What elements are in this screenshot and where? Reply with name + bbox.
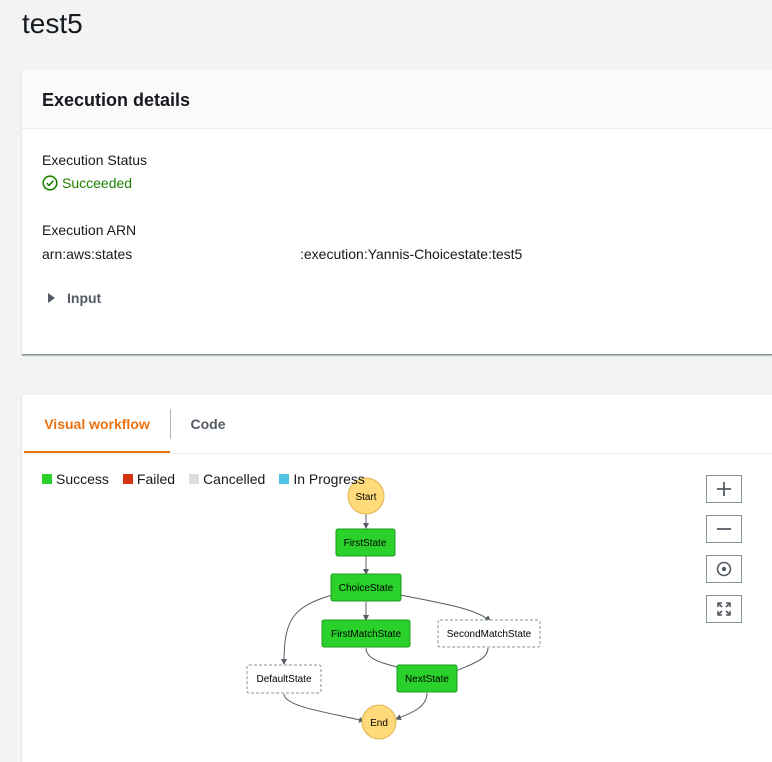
node-end[interactable]: End xyxy=(361,704,397,740)
center-button[interactable] xyxy=(706,555,742,583)
zoom-out-icon xyxy=(717,528,731,530)
legend-in-progress-swatch xyxy=(279,474,290,484)
node-start-label: Start xyxy=(355,492,376,503)
node-first-state[interactable]: FirstState xyxy=(335,528,396,557)
input-expander[interactable]: Input xyxy=(48,290,101,306)
zoom-in-button[interactable] xyxy=(706,475,742,503)
legend-cancelled: Cancelled xyxy=(189,471,265,487)
input-expander-label: Input xyxy=(67,290,102,306)
execution-details-title: Execution details xyxy=(42,90,191,110)
node-next-state-label: NextState xyxy=(405,674,449,685)
edge-choice-secondmatch xyxy=(399,594,491,622)
node-choice-state[interactable]: ChoiceState xyxy=(330,573,402,602)
zoom-in-icon xyxy=(717,482,731,496)
execution-arn-prefix: arn:aws:states xyxy=(42,246,133,262)
success-check-icon xyxy=(42,175,58,191)
edge-choice-default xyxy=(281,594,333,665)
node-first-match-state-label: FirstMatchState xyxy=(331,629,401,640)
tab-visual-workflow[interactable]: Visual workflow xyxy=(24,395,170,453)
caret-right-icon xyxy=(48,293,55,303)
node-choice-state-label: ChoiceState xyxy=(339,583,394,594)
node-start[interactable]: Start xyxy=(347,477,385,515)
node-next-state[interactable]: NextState xyxy=(396,664,458,693)
fit-to-screen-icon xyxy=(717,602,731,616)
node-first-state-label: FirstState xyxy=(344,538,387,549)
edge-next-end xyxy=(395,692,428,721)
execution-status-label: Execution Status xyxy=(42,152,148,168)
legend-failed: Failed xyxy=(122,471,176,487)
tab-divider xyxy=(170,409,171,439)
legend-failed-swatch xyxy=(122,474,133,484)
legend-success-swatch xyxy=(42,474,52,484)
edge-default-end xyxy=(283,693,365,723)
node-second-match-state-label: SecondMatchState xyxy=(447,629,532,640)
legend-cancelled-label: Cancelled xyxy=(203,471,266,487)
execution-details-panel: Execution details Execution Status Succe… xyxy=(22,70,772,355)
center-icon xyxy=(716,561,732,577)
node-second-match-state[interactable]: SecondMatchState xyxy=(437,619,541,648)
legend-in-progress: In Progress xyxy=(279,471,365,487)
legend-success-label: Success xyxy=(56,471,109,487)
page-title: test5 xyxy=(22,8,83,39)
legend-success: Success xyxy=(42,471,109,487)
legend-cancelled-swatch xyxy=(189,474,200,484)
workflow-graph: Start FirstState ChoiceState FirstMatchS… xyxy=(246,477,541,740)
node-first-match-state[interactable]: FirstMatchState xyxy=(321,619,411,648)
execution-arn-suffix: :execution:Yannis-Choicestate:test5 xyxy=(300,246,523,262)
node-end-label: End xyxy=(370,718,388,729)
workflow-tabs: Visual workflow Code xyxy=(22,395,772,454)
execution-status: Succeeded xyxy=(42,175,132,191)
fit-to-screen-button[interactable] xyxy=(706,595,742,623)
tab-code[interactable]: Code xyxy=(190,416,226,432)
node-default-state-label: DefaultState xyxy=(256,674,311,685)
legend-in-progress-label: In Progress xyxy=(293,471,365,487)
node-default-state[interactable]: DefaultState xyxy=(246,664,322,694)
legend-failed-label: Failed xyxy=(136,471,176,487)
execution-status-value: Succeeded xyxy=(62,175,133,191)
zoom-out-button[interactable] xyxy=(706,515,742,543)
workflow-panel: Visual workflow Code Start FirstStat xyxy=(22,395,772,762)
execution-details-header: Execution details xyxy=(22,70,772,129)
status-legend: Success Failed Cancelled In Progress xyxy=(42,471,379,487)
execution-arn-label: Execution ARN xyxy=(42,222,137,238)
